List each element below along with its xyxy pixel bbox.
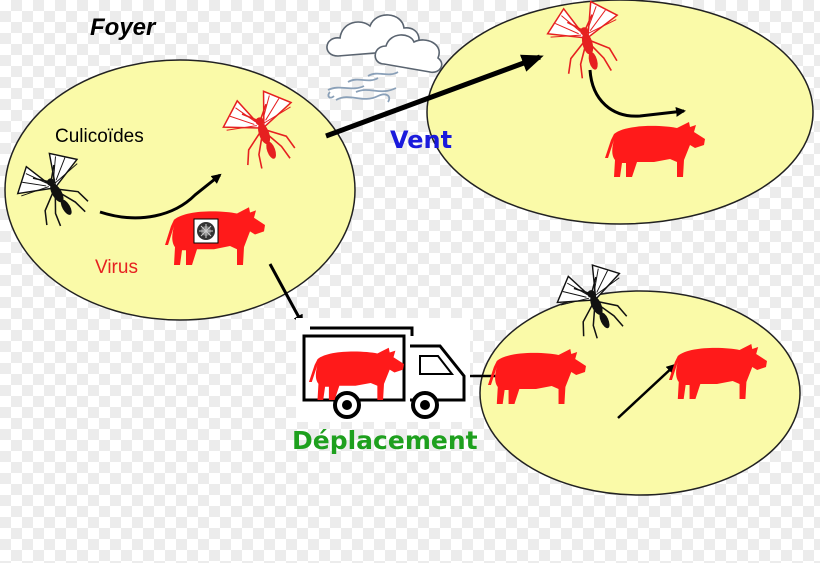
- movement-arrow: [268, 263, 304, 325]
- foyer-label: Foyer: [90, 14, 156, 41]
- local-spread-arrow: [617, 363, 677, 419]
- midge-transmission-arrow: [99, 173, 222, 220]
- wind-infection-arrow: [588, 69, 686, 118]
- virus-label: Virus: [95, 257, 138, 278]
- wind-destination-zone: [426, 0, 814, 225]
- movement-destination-zone: [479, 290, 801, 496]
- virus-particle-icon: [193, 218, 219, 244]
- vent-label: Vent: [390, 126, 453, 154]
- culicoides-label: Culicoïdes: [55, 126, 144, 147]
- deplacement-label: Déplacement: [292, 426, 478, 455]
- cloud-wind-icon: [326, 14, 443, 103]
- wind-arrow: [325, 54, 544, 139]
